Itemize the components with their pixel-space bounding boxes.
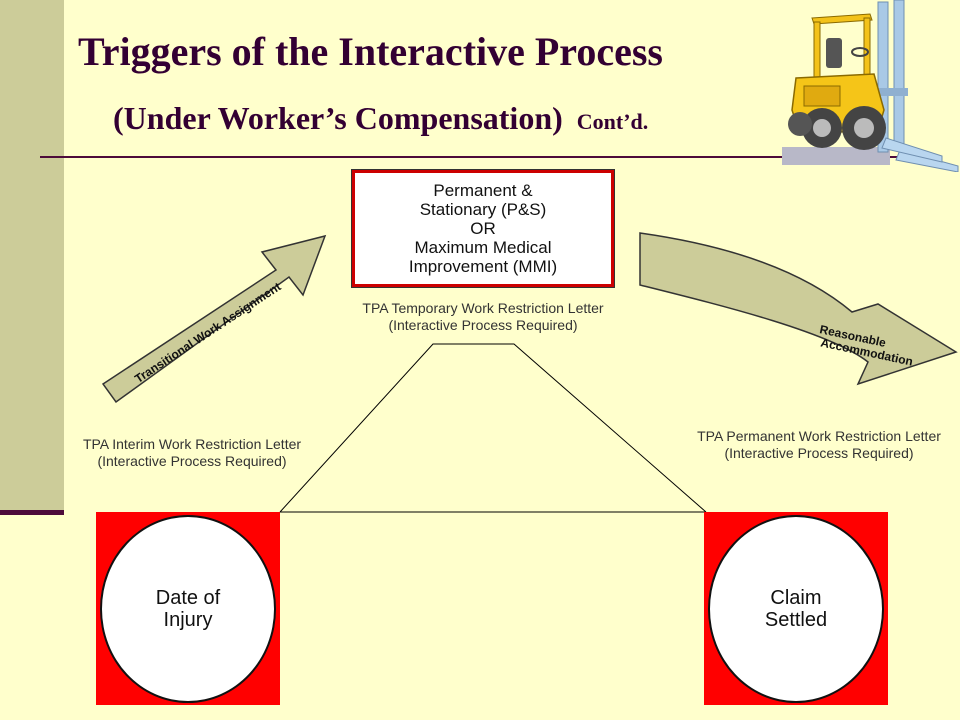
pns-mmi-text: Permanent & Stationary (P&S) OR Maximum … (408, 181, 558, 276)
forklift-seat (826, 38, 842, 68)
title-divider (40, 156, 900, 158)
contd-label: Cont’d. (576, 109, 649, 134)
forklift-carriage (874, 88, 908, 96)
left-accent-band-foot (0, 510, 64, 515)
transitional-work-label: Transitional Work Assignment (132, 279, 283, 385)
forklift-body-panel (803, 85, 841, 107)
forklift-small-wheel (788, 112, 812, 136)
date-of-injury-circle: Date of Injury (100, 515, 276, 703)
interim-letter-note: TPA Interim Work Restriction Letter (Int… (82, 436, 302, 469)
claim-settled-label: Claim Settled (764, 587, 828, 631)
slide-title: Triggers of the Interactive Process (78, 29, 663, 74)
transitional-work-arrow (101, 234, 327, 404)
temporary-letter-note: TPA Temporary Work Restriction Letter (I… (362, 300, 604, 333)
permanent-letter-note: TPA Permanent Work Restriction Letter (I… (697, 428, 941, 461)
date-of-injury-label: Date of Injury (155, 587, 221, 631)
subtitle-text: (Under Worker’s Compensation) (113, 100, 563, 136)
claim-settled-circle: Claim Settled (708, 515, 884, 703)
forklift-roof (811, 13, 873, 25)
process-trapezoid (279, 343, 707, 513)
forklift-fork-2 (881, 137, 943, 163)
forklift-mast-left (877, 1, 889, 153)
pns-mmi-box: Permanent & Stationary (P&S) OR Maximum … (352, 170, 614, 287)
forklift-rear-hub (813, 119, 831, 137)
left-accent-band (0, 0, 64, 510)
forklift-shadow-bar (782, 147, 890, 165)
forklift-steering-wheel (851, 47, 869, 57)
forklift-icon (782, 0, 959, 172)
forklift-front-hub (854, 118, 874, 138)
reasonable-accommodation-arrow (639, 232, 958, 386)
slide-subtitle: (Under Worker’s Compensation) Cont’d. (113, 100, 648, 137)
